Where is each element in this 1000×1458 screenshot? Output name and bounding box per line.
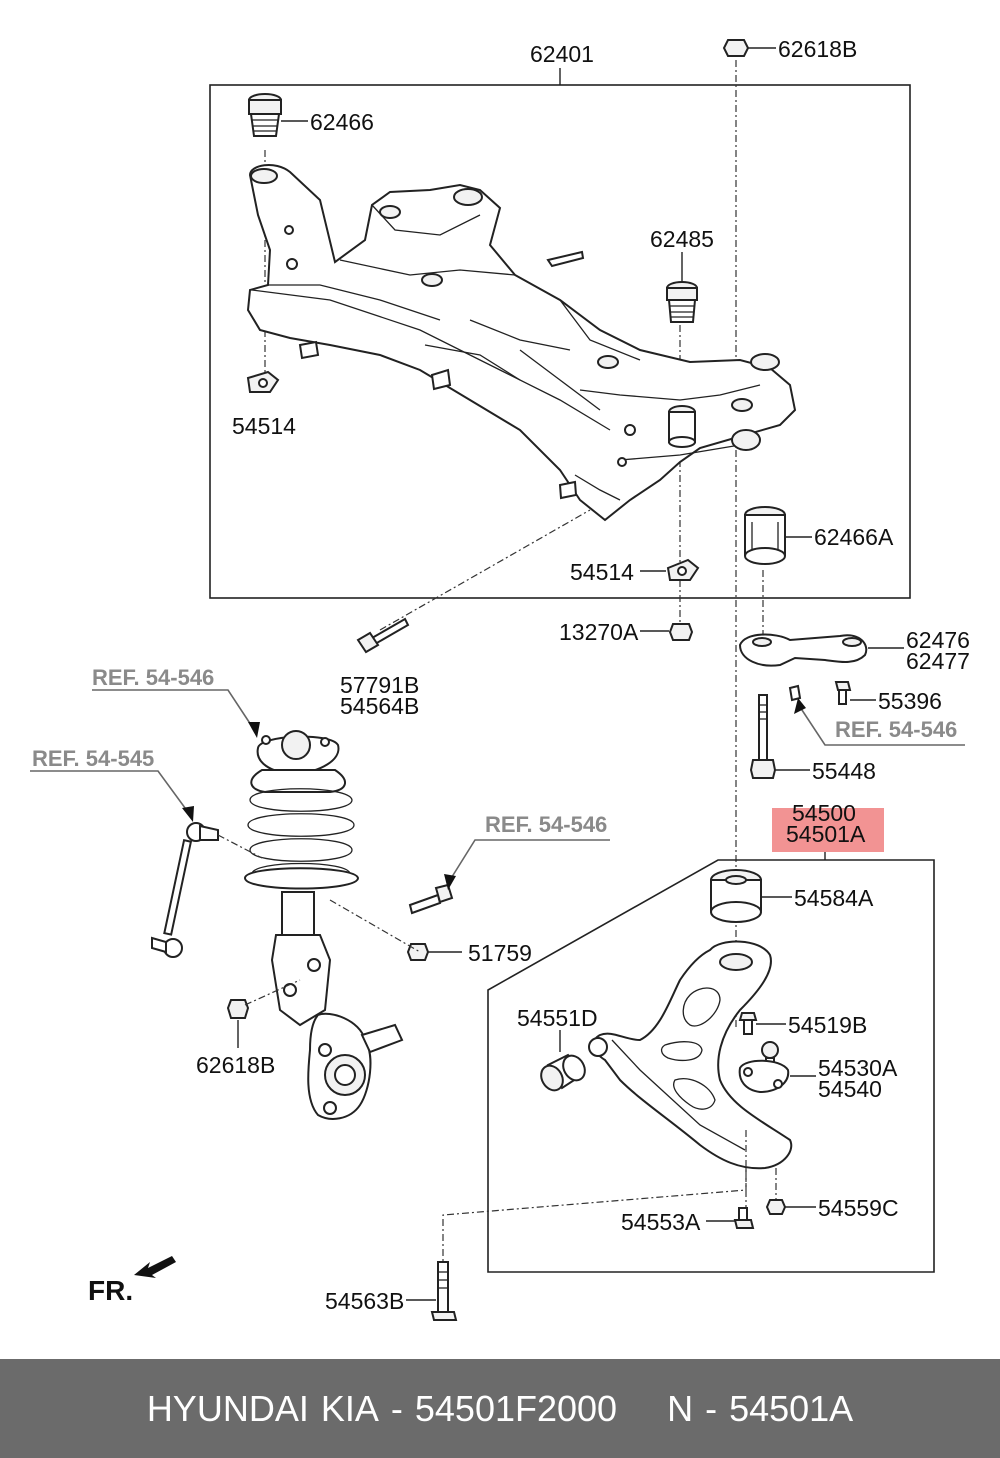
- strut-assembly: [243, 730, 404, 1120]
- bolt-51759-group: [408, 883, 454, 915]
- footer-n-prefix: N: [667, 1387, 694, 1429]
- label-62477[interactable]: 62477: [906, 648, 970, 674]
- stabilizer-link: [151, 822, 219, 958]
- nut-54559C: [765, 1199, 816, 1215]
- bolt-55396: [834, 681, 876, 705]
- label-62466A[interactable]: 62466A: [814, 524, 894, 550]
- label-54564B[interactable]: 54564B: [340, 693, 419, 719]
- nut-51759: [406, 943, 462, 961]
- footer-sep2: -: [705, 1387, 718, 1429]
- ball-joint-54530A: [738, 1041, 816, 1094]
- footer-make: KIA: [320, 1387, 379, 1429]
- nut-62618B-top: [722, 39, 776, 57]
- label-13270A[interactable]: 13270A: [559, 619, 639, 645]
- small-bolt-bracket: [788, 684, 802, 702]
- bracket-54514-mid: [640, 558, 700, 581]
- footer-ref-number: 54501A: [729, 1387, 854, 1429]
- label-54500[interactable]: 54500: [792, 800, 856, 826]
- highlight-54501A: [772, 808, 884, 852]
- label-62401[interactable]: 62401: [530, 41, 594, 67]
- label-54553A[interactable]: 54553A: [621, 1209, 701, 1235]
- label-54519B[interactable]: 54519B: [788, 1012, 867, 1038]
- lower-arm-box: [487, 859, 935, 1273]
- label-54563B[interactable]: 54563B: [325, 1288, 404, 1314]
- subframe-crossmember: [246, 164, 797, 522]
- label-57791B[interactable]: 57791B: [340, 672, 419, 698]
- ref-stab[interactable]: REF. 54-545: [32, 746, 154, 771]
- bushing-subframe-mount: [668, 405, 696, 448]
- bushing-62485: [666, 252, 698, 323]
- footer-bar: HYUNDAI KIA - 54501F2000 N - 54501A: [0, 1359, 1000, 1458]
- nut-13270A: [640, 623, 694, 641]
- bolt-54563B: [406, 1261, 458, 1321]
- ref-bolt[interactable]: REF. 54-546: [485, 812, 607, 837]
- front-label: FR.: [88, 1275, 133, 1306]
- label-54514-mid[interactable]: 54514: [570, 559, 634, 585]
- bracket-54514-left: [246, 370, 280, 393]
- footer-part-number: 54501F2000: [414, 1387, 618, 1429]
- label-54584A[interactable]: 54584A: [794, 885, 874, 911]
- bolt-54519B: [738, 1012, 786, 1035]
- parts-diagram: 62401 62618B 62466: [30, 36, 970, 1321]
- footer-sep1: -: [390, 1387, 403, 1429]
- label-62618B-top[interactable]: 62618B: [778, 36, 857, 62]
- bushing-62466: [248, 93, 308, 137]
- label-54530A[interactable]: 54530A: [818, 1055, 898, 1081]
- label-54540[interactable]: 54540: [818, 1076, 882, 1102]
- bushing-54551D: [540, 1030, 586, 1092]
- bushing-62466A: [744, 506, 812, 565]
- bolt-54553A: [706, 1207, 755, 1229]
- footer-brand: HYUNDAI: [146, 1387, 309, 1429]
- label-62618B-low[interactable]: 62618B: [196, 1052, 275, 1078]
- label-55396[interactable]: 55396: [878, 688, 942, 714]
- label-54514-left[interactable]: 54514: [232, 413, 296, 439]
- ref-strut[interactable]: REF. 54-546: [92, 665, 214, 690]
- bracket-62476: [738, 633, 904, 667]
- label-54501A[interactable]: 54501A: [786, 821, 866, 847]
- label-54559C[interactable]: 54559C: [818, 1195, 899, 1221]
- nut-62618B-low: [226, 999, 250, 1048]
- label-55448[interactable]: 55448: [812, 758, 876, 784]
- label-62466[interactable]: 62466: [310, 109, 374, 135]
- bolt-55448: [749, 694, 810, 779]
- label-51759[interactable]: 51759: [468, 940, 532, 966]
- label-54551D[interactable]: 54551D: [517, 1005, 598, 1031]
- lower-control-arm: [588, 940, 793, 1170]
- bushing-54584A: [710, 869, 792, 923]
- front-arrow-icon: [134, 1256, 176, 1278]
- ref-right[interactable]: REF. 54-546: [835, 717, 957, 742]
- bolt-57791B: [356, 509, 591, 654]
- label-62485[interactable]: 62485: [650, 226, 714, 252]
- label-62476[interactable]: 62476: [906, 627, 970, 653]
